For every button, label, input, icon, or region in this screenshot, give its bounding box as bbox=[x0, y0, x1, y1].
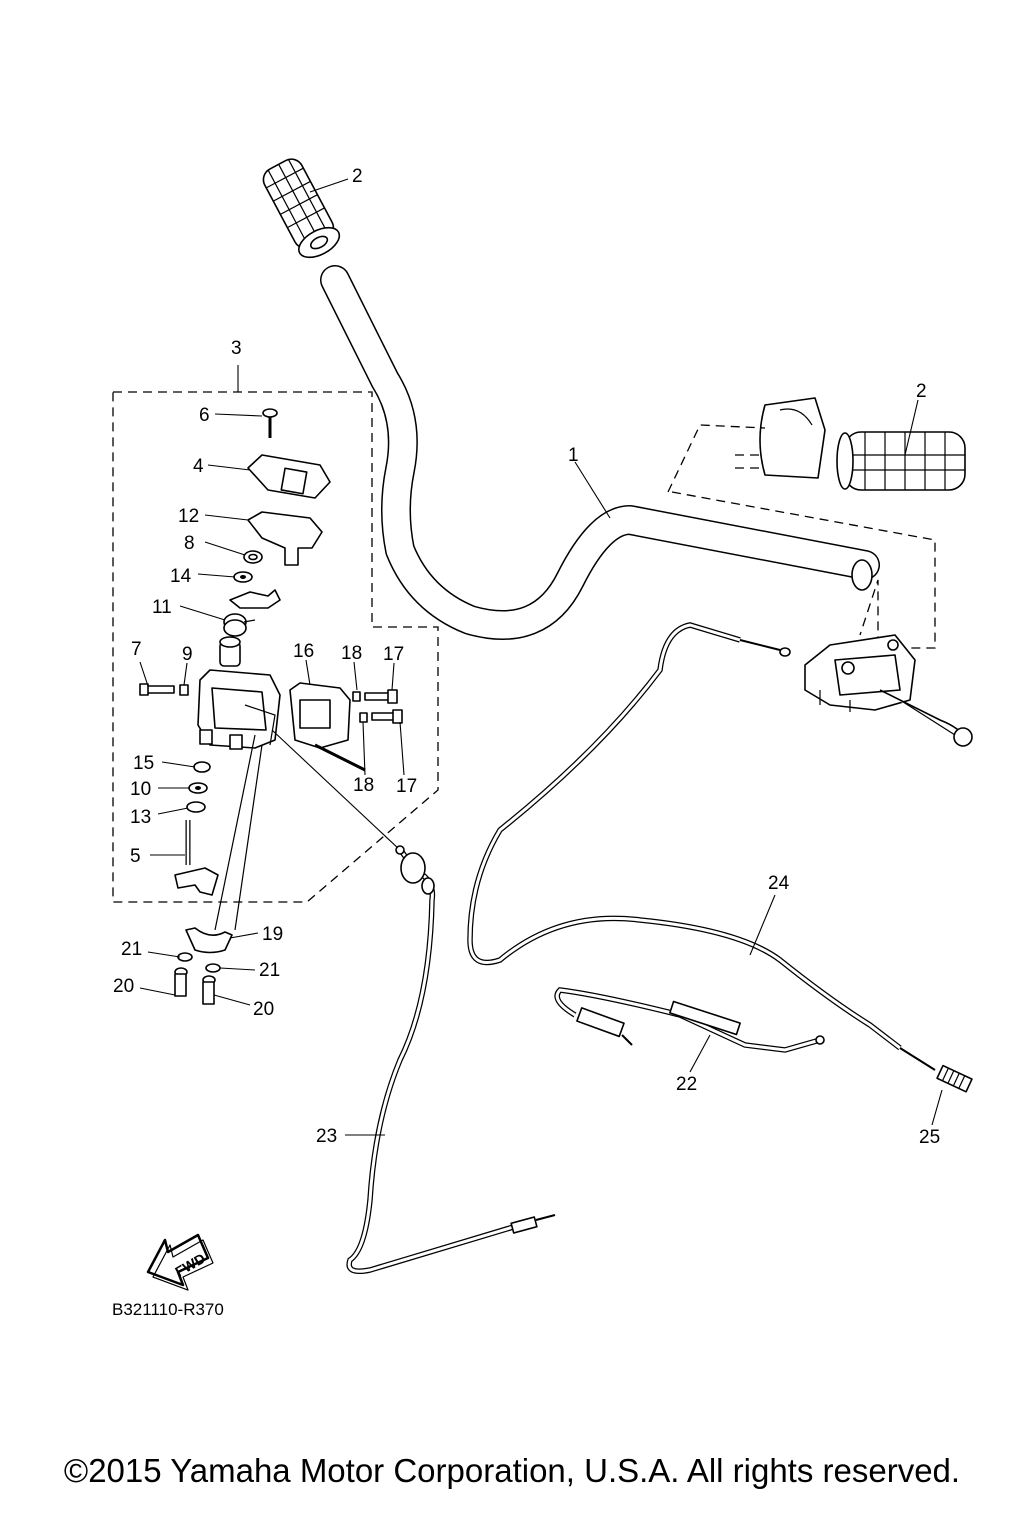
callout-5: 5 bbox=[130, 846, 141, 867]
callout-23: 23 bbox=[316, 1126, 337, 1147]
grip-left bbox=[262, 158, 341, 259]
callout-16: 16 bbox=[293, 641, 314, 662]
screw-7 bbox=[139, 683, 175, 696]
cover-4 bbox=[247, 454, 331, 499]
washer-21-left bbox=[177, 952, 193, 962]
handlebar bbox=[320, 265, 880, 640]
bolt-20-left bbox=[174, 967, 188, 997]
callout-20-left: 20 bbox=[113, 976, 134, 997]
callout-22: 22 bbox=[676, 1074, 697, 1095]
callout-13: 13 bbox=[130, 807, 151, 828]
gasket-12 bbox=[247, 511, 323, 566]
grip-right bbox=[836, 431, 966, 491]
callout-17-bottom: 17 bbox=[396, 776, 417, 797]
callout-2-left: 2 bbox=[352, 166, 363, 187]
leader-lines bbox=[139, 178, 943, 1136]
callout-14: 14 bbox=[170, 566, 192, 587]
callout-18-top: 18 bbox=[341, 643, 362, 664]
washer-13 bbox=[186, 801, 206, 813]
lever-bracket bbox=[229, 589, 281, 609]
spring-11 bbox=[223, 613, 256, 637]
callout-18-bottom: 18 bbox=[353, 775, 374, 796]
washer-18-top bbox=[352, 691, 361, 702]
switch-16 bbox=[289, 682, 366, 772]
collar-9 bbox=[179, 684, 189, 696]
callout-24: 24 bbox=[768, 873, 790, 894]
callout-labels: 2 2 3 6 4 12 8 14 11 7 9 16 18 17 15 10 … bbox=[113, 166, 940, 1148]
callout-10: 10 bbox=[130, 779, 151, 800]
washer-21-right bbox=[205, 963, 221, 973]
screw-17-top bbox=[364, 689, 398, 704]
callout-20-right: 20 bbox=[253, 999, 274, 1020]
callout-7: 7 bbox=[131, 639, 142, 660]
callout-25: 25 bbox=[919, 1127, 940, 1148]
cable-22 bbox=[554, 987, 825, 1053]
screw-6 bbox=[262, 408, 278, 438]
callout-11: 11 bbox=[152, 597, 172, 618]
screw-17-bottom bbox=[371, 709, 403, 724]
copyright-notice: ©2015 Yamaha Motor Corporation, U.S.A. A… bbox=[63, 1452, 961, 1489]
callout-15: 15 bbox=[133, 753, 154, 774]
spring-25 bbox=[936, 1064, 973, 1093]
fwd-arrow: FWD bbox=[146, 1233, 214, 1291]
cable-23 bbox=[271, 729, 556, 1274]
callout-12: 12 bbox=[178, 506, 199, 527]
callout-8: 8 bbox=[184, 533, 195, 554]
plunger bbox=[219, 636, 241, 667]
washer-14 bbox=[233, 571, 253, 583]
bolt-20-right bbox=[202, 975, 216, 1005]
callout-19: 19 bbox=[262, 924, 283, 945]
callout-21-right: 21 bbox=[259, 960, 280, 981]
cable-24 bbox=[467, 622, 973, 1093]
lever-5 bbox=[174, 820, 219, 896]
callout-3: 3 bbox=[231, 338, 242, 359]
callout-2-right: 2 bbox=[916, 381, 927, 402]
throttle-housing bbox=[735, 397, 826, 479]
switch-body bbox=[197, 669, 281, 750]
callout-17-top: 17 bbox=[383, 644, 404, 665]
switch-assembly-boundary bbox=[112, 391, 439, 903]
callout-4: 4 bbox=[193, 456, 204, 477]
callout-1: 1 bbox=[568, 445, 579, 466]
washer-18-bottom bbox=[359, 712, 368, 723]
washer-15 bbox=[193, 761, 211, 773]
lever-assembly bbox=[804, 634, 973, 747]
callout-9: 9 bbox=[182, 644, 193, 665]
callout-6: 6 bbox=[199, 405, 210, 426]
nut-8 bbox=[243, 550, 263, 564]
clamp-19 bbox=[185, 927, 233, 954]
diagram-code: B321110-R370 bbox=[112, 1300, 224, 1319]
callout-21-left: 21 bbox=[121, 939, 142, 960]
